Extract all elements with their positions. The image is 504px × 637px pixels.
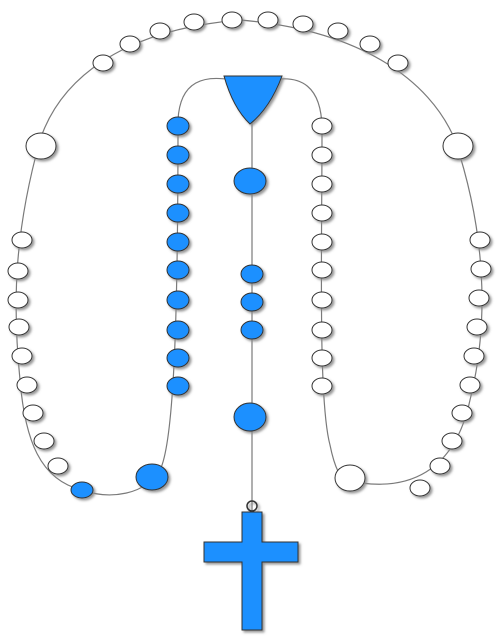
white-bead	[311, 377, 333, 395]
white-bead	[442, 132, 474, 160]
white-bead	[470, 260, 492, 278]
blue-bead	[240, 320, 264, 340]
cross-shape	[203, 511, 299, 631]
centerpiece-icon	[223, 75, 283, 125]
white-bead	[311, 261, 333, 279]
white-bead	[22, 404, 44, 422]
blue-bead	[166, 174, 190, 194]
white-bead	[7, 262, 29, 280]
white-bead	[33, 432, 55, 450]
white-bead	[311, 175, 333, 193]
blue-bead	[166, 320, 190, 340]
white-bead	[459, 376, 481, 394]
white-bead	[92, 54, 114, 72]
blue-bead	[166, 145, 190, 165]
cross-ring	[246, 500, 258, 512]
blue-bead	[166, 116, 190, 136]
white-bead	[311, 146, 333, 164]
white-bead	[47, 457, 69, 475]
white-bead	[221, 11, 243, 29]
blue-bead	[166, 260, 190, 280]
white-bead	[149, 22, 171, 40]
white-bead	[7, 291, 29, 309]
white-bead	[311, 291, 333, 309]
blue-bead	[135, 463, 169, 491]
white-bead	[25, 132, 57, 160]
white-bead	[359, 35, 381, 53]
white-bead	[334, 464, 366, 492]
white-bead	[11, 347, 33, 365]
white-bead	[16, 376, 38, 394]
white-bead	[292, 15, 314, 33]
white-bead	[409, 479, 431, 497]
white-bead	[387, 54, 409, 72]
inner-left-cord	[81, 77, 233, 496]
cross-icon	[203, 500, 299, 631]
white-bead	[468, 289, 490, 307]
blue-bead	[240, 292, 264, 312]
blue-bead	[240, 264, 264, 284]
blue-bead	[233, 402, 267, 432]
white-bead	[311, 204, 333, 222]
white-bead	[311, 117, 333, 135]
white-bead	[327, 22, 349, 40]
blue-bead	[166, 232, 190, 252]
blue-bead	[166, 290, 190, 310]
blue-bead	[166, 203, 190, 223]
white-bead-group	[7, 11, 492, 497]
blue-bead-group	[70, 116, 267, 499]
white-bead	[441, 432, 463, 450]
white-bead	[183, 13, 205, 31]
white-bead	[451, 404, 473, 422]
white-bead	[11, 231, 33, 249]
blue-bead	[70, 481, 94, 499]
white-bead	[311, 233, 333, 251]
white-bead	[8, 318, 30, 336]
white-bead	[119, 35, 141, 53]
white-bead	[257, 11, 279, 29]
white-bead	[311, 321, 333, 339]
white-bead	[311, 349, 333, 367]
white-bead	[469, 231, 491, 249]
blue-bead	[233, 167, 267, 195]
white-bead	[466, 318, 488, 336]
white-bead	[429, 457, 451, 475]
blue-bead	[166, 376, 190, 396]
inner-right-cord	[271, 78, 346, 481]
white-bead	[463, 347, 485, 365]
blue-bead	[166, 348, 190, 368]
